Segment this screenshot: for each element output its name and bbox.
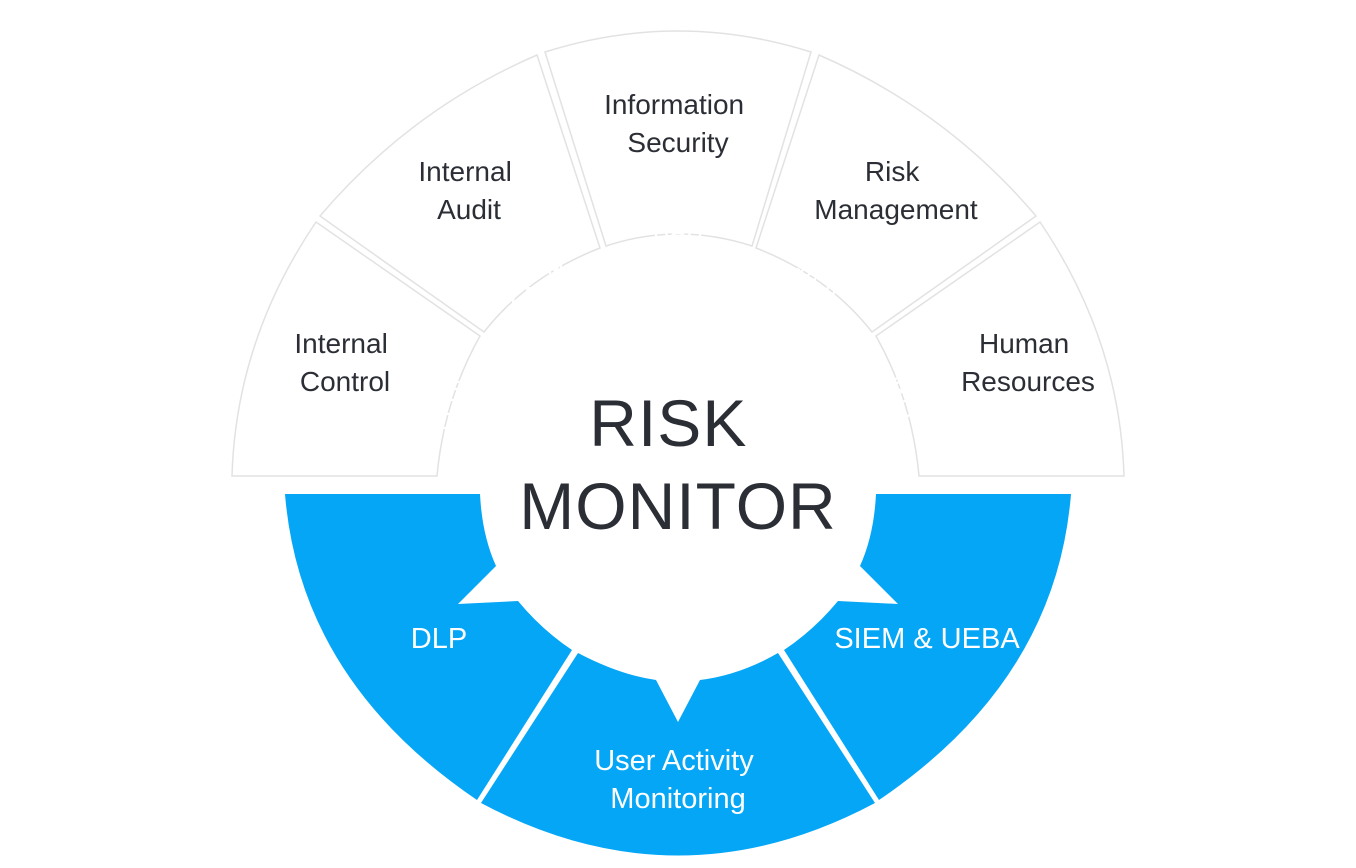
segment-human-resources <box>875 220 1125 477</box>
label-internal-control: Internal Control <box>294 328 395 397</box>
segment-siem-ueba <box>784 494 1071 800</box>
diagram-title: RISK MONITOR <box>519 386 836 543</box>
segment-information-security <box>544 30 812 247</box>
label-dlp: DLP <box>411 623 467 655</box>
segment-risk-management <box>755 53 1038 334</box>
label-siem-ueba: SIEM & UEBA <box>834 623 1020 655</box>
segment-dlp <box>285 494 572 800</box>
gear-alert-icon <box>789 260 841 320</box>
handshake-people-icon <box>870 376 930 426</box>
segment-user-activity-monitoring <box>481 653 875 856</box>
segment-internal-control <box>231 220 481 477</box>
label-information-security: Information Security <box>604 89 752 158</box>
label-human-resources: Human Resources <box>961 328 1095 397</box>
label-internal-audit: Internal Audit <box>418 156 519 225</box>
checklist-magnifier-icon <box>428 380 479 434</box>
laptop-shield-icon <box>648 210 708 266</box>
person-checklist-icon <box>511 261 563 308</box>
label-user-activity-monitoring: User Activity Monitoring <box>594 745 762 815</box>
label-risk-management: Risk Management <box>814 156 978 225</box>
